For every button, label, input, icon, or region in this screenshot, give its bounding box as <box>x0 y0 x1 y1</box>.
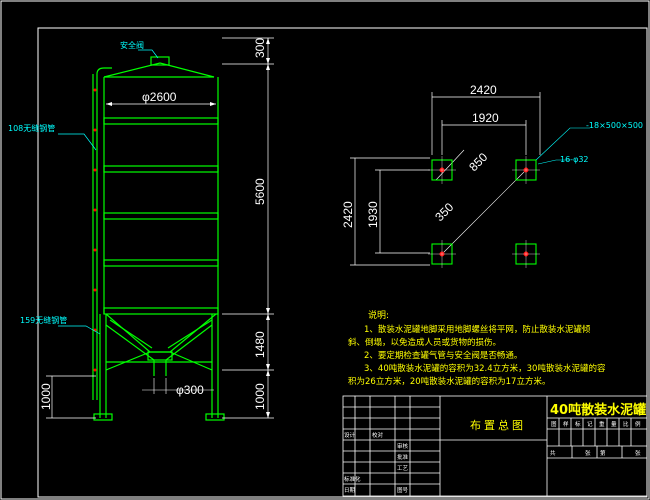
tb-cell-1: 设计 <box>344 431 356 439</box>
tb-right-7: 比 <box>623 420 629 428</box>
elevation-view <box>92 56 225 421</box>
safety-valve-label: 安全阀 <box>120 40 144 50</box>
plan-width-inner: 1920 <box>472 111 499 125</box>
top-nozzle <box>150 56 170 66</box>
tank-roof <box>103 62 215 78</box>
plate-centerlines <box>428 156 540 268</box>
tb-right-3: 标 <box>575 420 581 428</box>
note-line-4: 3、40吨散装水泥罐的容积为32.4立方米，30吨散装水泥罐的容 <box>364 363 606 374</box>
tb-bottom-3: 第 <box>600 449 606 457</box>
hopper-cone <box>105 313 217 353</box>
outlet-dimension: φ300 <box>142 378 214 397</box>
drawing-title: 布置总图 <box>470 418 526 432</box>
tb-bottom-1: 共 <box>550 449 556 457</box>
note-line-5: 积为26立方米，20吨散装水泥罐的容积为17立方米。 <box>348 376 550 387</box>
tb-right-4: 记 <box>587 421 593 428</box>
vent-pipe <box>96 67 112 400</box>
stiffener-ring-4 <box>103 259 219 267</box>
height-dim-shell: 5600 <box>253 178 267 205</box>
tb-right-6: 量 <box>611 421 617 428</box>
vent-pipe-label: 108无缝钢管 <box>8 123 55 133</box>
note-line-1: 1、散装水泥罐地脚采用地脚螺丝将平网，防止散装水泥罐倾 <box>364 324 591 335</box>
leaders <box>58 49 159 335</box>
base-plate-right <box>205 413 225 421</box>
title-block: 布置总图 40吨散装水泥罐 设计 校对 审核 批准 工艺 标准化 日期 图号 图… <box>342 395 648 497</box>
technical-notes: 说明: 1、散装水泥罐地脚采用地脚螺丝将平网，防止散装水泥罐倾 斜、倒塌，以免造… <box>348 309 606 387</box>
tb-cell-4: 批准 <box>397 453 409 461</box>
tb-cell-3: 审核 <box>397 442 409 450</box>
tb-right-1: 图 <box>551 420 557 428</box>
tb-bottom-4: 张 <box>635 449 641 457</box>
left-leg-dimension <box>46 375 96 419</box>
notes-heading: 说明: <box>368 309 389 321</box>
height-dimension-chain <box>222 37 274 419</box>
base-plate-left <box>93 413 113 421</box>
tb-right-2: 样 <box>563 420 569 428</box>
note-line-3: 2、要定期检查罐气管与安全阀是否畅通。 <box>364 350 522 361</box>
stiffener-ring-5 <box>103 307 219 315</box>
plan-height-inner: 1930 <box>366 201 380 228</box>
stiffener-ring-3 <box>103 212 219 220</box>
outlet-label: φ300 <box>176 383 204 397</box>
plate-label: -18×500×500 <box>586 121 643 130</box>
stiffener-ring-1 <box>103 117 219 125</box>
tb-cell-7: 日期 <box>344 487 356 494</box>
tb-cell-2: 校对 <box>372 431 384 439</box>
height-dim-leg: 1000 <box>253 383 267 410</box>
leg-braces <box>105 324 213 371</box>
tb-right-8: 例 <box>635 420 641 428</box>
plan-view: 2420 1920 2420 1930 850 350 <box>341 83 643 268</box>
note-line-2: 斜、倒塌，以免造成人员或货物的损伤。 <box>348 337 501 348</box>
pipe-clamps <box>93 88 97 372</box>
plan-diag-1: 850 <box>466 150 490 174</box>
tb-cell-8: 图号 <box>397 486 409 494</box>
left-dim-label: 1000 <box>39 383 53 410</box>
tb-bottom-2: 张 <box>585 449 591 457</box>
height-dim-cone: 1480 <box>253 331 267 358</box>
tb-right-5: 重 <box>599 420 605 428</box>
tb-cell-6: 标准化 <box>344 475 361 483</box>
diameter-dimension: φ2600 <box>106 90 216 106</box>
tb-cell-5: 工艺 <box>397 465 409 472</box>
diameter-label: φ2600 <box>142 90 177 104</box>
plan-height-outer: 2420 <box>341 201 355 228</box>
inner-border <box>37 27 648 498</box>
support-pipe-label: 159无缝钢管 <box>20 315 67 325</box>
product-title: 40吨散装水泥罐 <box>550 402 646 418</box>
bolt-label: 16-φ32 <box>560 155 589 164</box>
plan-diag-2: 350 <box>432 200 456 224</box>
height-dim-top: 300 <box>253 38 267 58</box>
plan-width-outer: 2420 <box>470 83 497 97</box>
stiffener-ring-2 <box>103 165 219 173</box>
hopper-inner-lines <box>109 319 213 349</box>
